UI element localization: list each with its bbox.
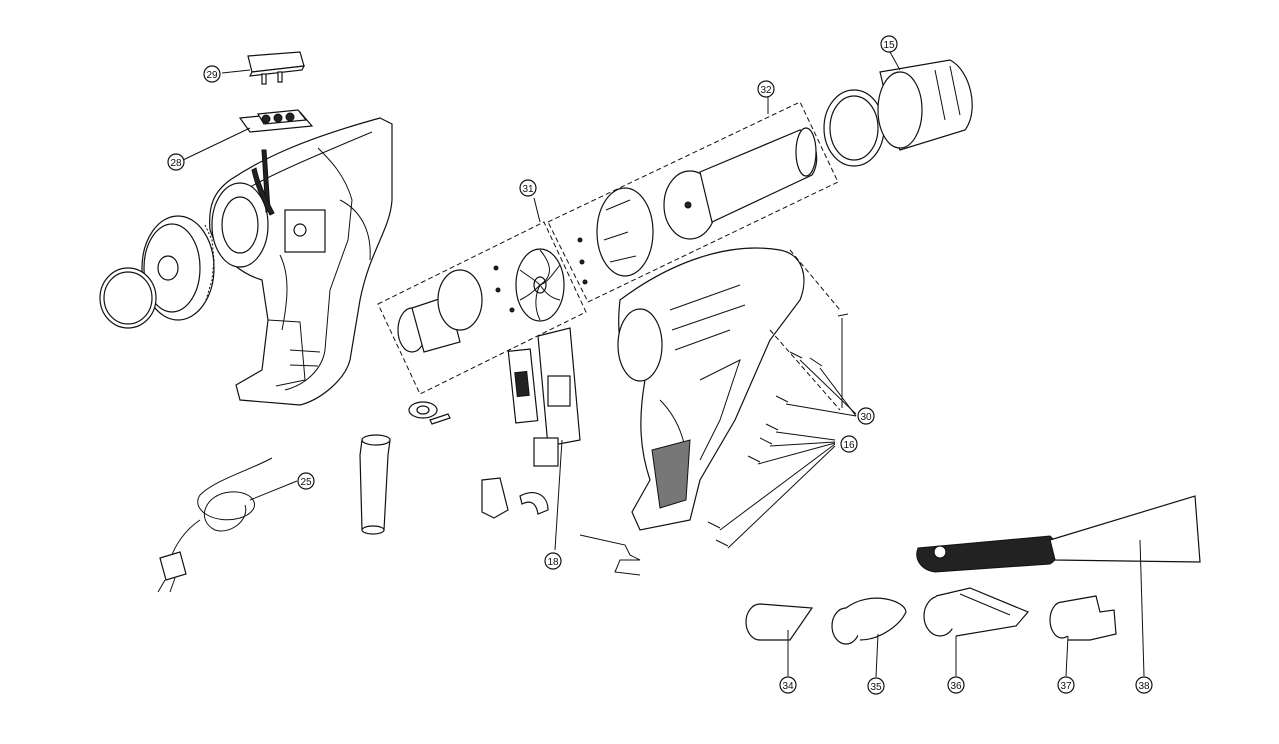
right-housing-half: [617, 247, 841, 531]
svg-text:29: 29: [206, 70, 218, 81]
group-31-motor-fan: [377, 197, 588, 395]
wire-clip: [579, 534, 641, 576]
callout-30: 30: [857, 407, 875, 425]
svg-text:32: 32: [760, 85, 772, 96]
svg-text:31: 31: [522, 184, 534, 195]
part-29-display-cover: [221, 51, 306, 85]
screw: [715, 539, 729, 547]
insulating-tube: [359, 434, 391, 535]
part-25-power-cord: [157, 457, 298, 593]
callout-32: 32: [757, 80, 775, 98]
svg-text:35: 35: [870, 682, 882, 693]
part-34-nozzle: [745, 603, 814, 676]
svg-text:30: 30: [860, 412, 872, 423]
plug-parts: [481, 477, 549, 519]
part-37-nozzle: [1049, 595, 1117, 677]
part-15-front-ring: [823, 51, 973, 167]
svg-text:36: 36: [950, 681, 962, 692]
svg-text:34: 34: [782, 681, 794, 692]
screw: [707, 521, 721, 529]
screw: [759, 437, 773, 445]
callout-34: 34: [779, 676, 797, 694]
screw: [809, 357, 823, 367]
callout-28: 28: [167, 153, 185, 171]
callout-25: 25: [297, 472, 315, 490]
callout-31: 31: [519, 179, 537, 197]
screw: [789, 351, 803, 359]
callout-18: 18: [544, 552, 562, 570]
screw: [775, 395, 789, 403]
screws: [707, 313, 857, 549]
temperature-wheel: [141, 215, 215, 321]
svg-text:28: 28: [170, 158, 182, 169]
screw: [747, 455, 761, 463]
svg-text:15: 15: [883, 40, 895, 51]
svg-text:25: 25: [300, 477, 312, 488]
left-housing-half: [209, 117, 393, 406]
group-32-heating-element: [547, 96, 839, 303]
callout-15: 15: [880, 35, 898, 53]
svg-text:37: 37: [1060, 681, 1072, 692]
part-35-nozzle: [831, 597, 907, 678]
part-28-display-pcb: [182, 109, 314, 161]
o-ring-left: [99, 267, 157, 329]
svg-text:18: 18: [547, 557, 559, 568]
callout-36: 36: [947, 676, 965, 694]
part-36-nozzle: [923, 587, 1029, 676]
callout-37: 37: [1057, 676, 1075, 694]
callout-16: 16: [840, 435, 858, 453]
screw: [837, 313, 849, 317]
switch-assembly: [507, 348, 539, 424]
part-38-scraper: [916, 495, 1201, 677]
callout-29: 29: [203, 65, 221, 83]
part-18-control-board: [533, 327, 581, 551]
svg-text:38: 38: [1138, 681, 1150, 692]
callout-35: 35: [867, 677, 885, 695]
screw: [765, 423, 779, 431]
callout-38: 38: [1135, 676, 1153, 694]
small-clip: [408, 401, 451, 425]
svg-text:16: 16: [843, 440, 855, 451]
